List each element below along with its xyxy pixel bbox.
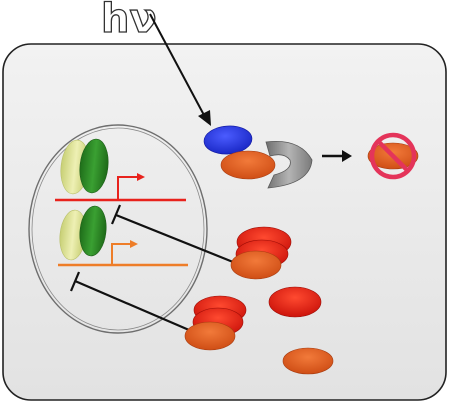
- light-label: hν: [101, 0, 157, 42]
- dna-strand-orange: [58, 240, 188, 267]
- photoreceptor-complex: [203, 125, 313, 189]
- degradation-arrow: [322, 150, 352, 162]
- blue-photoreceptor: [203, 125, 253, 155]
- dna-strand-red: [55, 173, 186, 202]
- protein-cluster-1: [230, 226, 292, 280]
- nucleus: [28, 124, 208, 334]
- cell-membrane: [2, 43, 447, 401]
- bent-arrow-icon: [111, 243, 131, 265]
- degraded-protein: [367, 132, 419, 180]
- light-arrow: [149, 13, 211, 126]
- bent-arrow-icon: [117, 176, 138, 200]
- repressor-dimer-top: [60, 138, 109, 195]
- protein-cluster-2: [184, 295, 247, 351]
- protein-single-red: [268, 286, 322, 318]
- degron-protein: [220, 150, 276, 180]
- inhibition-line-top: [110, 204, 239, 266]
- inhibition-line-bottom: [69, 271, 197, 335]
- repressor-dimer-bottom: [59, 205, 107, 261]
- protease: [265, 141, 313, 189]
- nucleus-inner-ring: [31, 127, 205, 331]
- protein-single-orange: [282, 347, 334, 375]
- prohibition-sign-icon: [369, 132, 417, 180]
